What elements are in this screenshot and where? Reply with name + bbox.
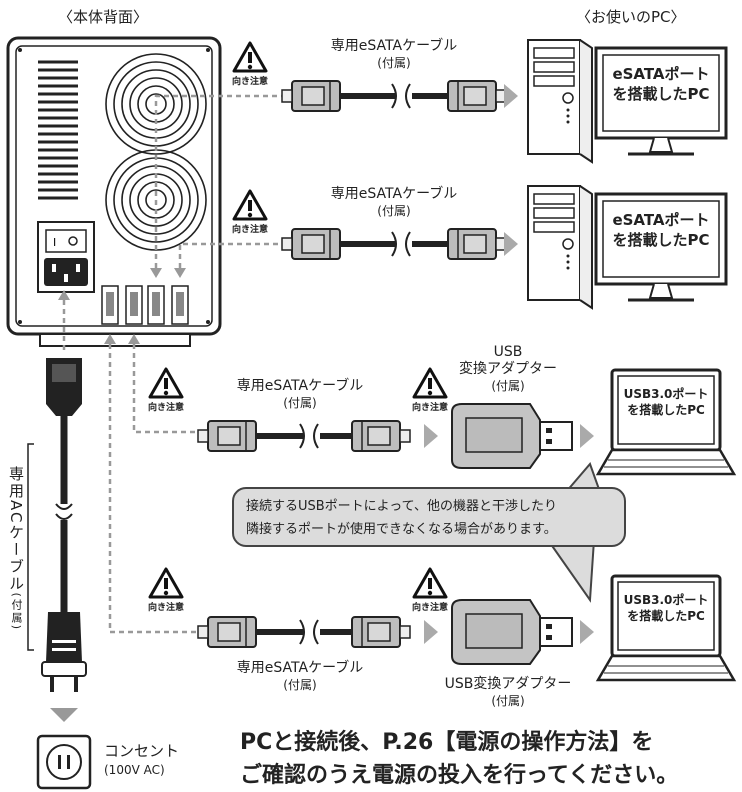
callout-line-2: 隣接するポートが使用できなくなる場合があります。 <box>246 521 557 537</box>
esata-cable-1 <box>281 80 518 112</box>
caution-label-5: 向き注意 <box>148 603 185 613</box>
usb-adapter-label-2: USB変換アダプター(付属) <box>444 676 572 708</box>
svg-text:I: I <box>53 236 56 249</box>
outlet <box>36 734 92 790</box>
pc-screen-text-1: eSATAポートを搭載したPC <box>612 65 710 104</box>
instruction-line-2: ご確認のうえ電源の投入を行ってください。 <box>240 763 679 788</box>
caution-label-4: 向き注意 <box>412 403 449 413</box>
esata-cable-label-4: 専用eSATAケーブル(付属) <box>236 660 364 692</box>
esata-cable-label-2: 専用eSATAケーブル(付属) <box>330 186 458 218</box>
connection-lines <box>62 94 284 634</box>
outlet-label: コンセント(100V AC) <box>104 742 180 777</box>
esata-cable-2 <box>281 228 518 260</box>
tower-pc-2 <box>527 185 593 309</box>
pc-screen-text-2: eSATAポートを搭載したPC <box>612 211 710 250</box>
power-on-instruction: PCと接続後、P.26【電源の操作方法】を ご確認のうえ電源の投入を行ってくださ… <box>240 726 678 792</box>
callout-line-1: 接続するUSBポートによって、他の機器と干渉したり <box>246 499 557 514</box>
pc-screen-text-3: USB3.0ポートを搭載したPC <box>623 387 709 418</box>
ac-cable-label: 専用ACケーブル(付属) <box>6 462 27 636</box>
caution-label-3: 向き注意 <box>148 403 185 413</box>
caution-label-2: 向き注意 <box>232 225 269 235</box>
unit-back-panel: I <box>6 36 222 347</box>
usb-adapter-1 <box>451 403 573 469</box>
caution-label-1: 向き注意 <box>232 77 269 87</box>
usb-adapter-2 <box>451 599 573 665</box>
ac-cable <box>27 358 87 692</box>
unit-back-label: 〈本体背面〉 <box>58 8 149 26</box>
esata-cable-label-1: 専用eSATAケーブル(付属) <box>330 38 458 70</box>
usb-warning-callout: 接続するUSBポートによって、他の機器と干渉したり 隣接するポートが使用できなく… <box>232 487 626 547</box>
esata-cable-4 <box>197 616 438 648</box>
pc-screen-text-4: USB3.0ポートを搭載したPC <box>623 593 709 624</box>
tower-pc-1 <box>527 39 593 163</box>
esata-cable-label-3: 専用eSATAケーブル(付属) <box>236 378 364 410</box>
port-arrows <box>58 268 186 344</box>
caution-label-6: 向き注意 <box>412 603 449 613</box>
your-pc-label: 〈お使いのPC〉 <box>576 8 686 26</box>
esata-cable-3 <box>197 420 438 452</box>
instruction-line-1: PCと接続後、P.26【電源の操作方法】を <box>240 730 654 755</box>
